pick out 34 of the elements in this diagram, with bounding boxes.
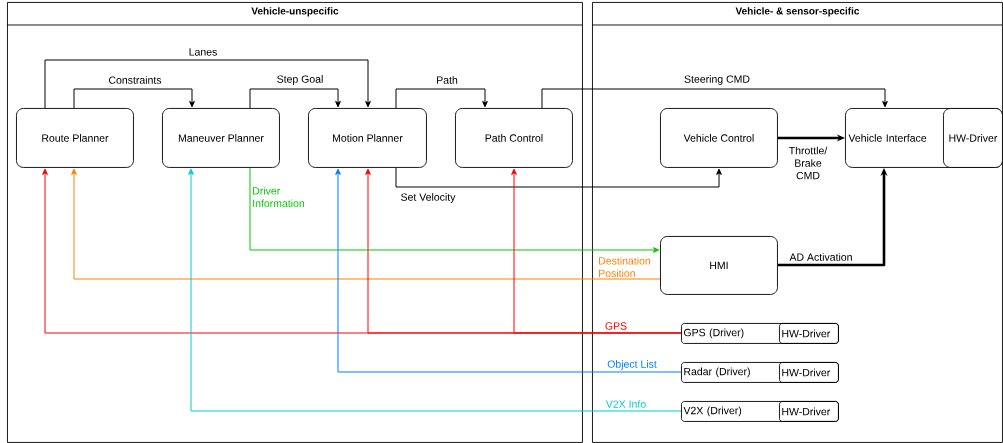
edge-label: V2X Info [604, 399, 648, 409]
arrow [188, 168, 682, 412]
driver-box: HW-Driver [779, 362, 839, 383]
edge-label: Driver Information [253, 186, 305, 208]
edge-label: Steering CMD [683, 74, 751, 86]
arrow [44, 59, 371, 109]
edge-label: Constraints [107, 75, 163, 85]
arrow [335, 168, 682, 373]
edge-label: Destination Position [599, 256, 651, 278]
driver-box: HW-Driver [779, 401, 839, 422]
arrow [73, 88, 195, 109]
edge-label: Step Goal [275, 74, 325, 86]
edge-label: Lanes [187, 47, 219, 57]
arrow [395, 167, 722, 188]
process-box: Motion Planner [308, 108, 427, 168]
edge-label: GPS [603, 321, 629, 331]
arrow [249, 88, 341, 109]
process-box: HW-Driver [943, 108, 1003, 168]
arrow [511, 168, 682, 334]
process-box: HMI [660, 236, 778, 295]
process-box: Route Planner [16, 108, 134, 168]
edge-label: Throttle/ Brake CMD [789, 146, 828, 180]
process-box: Path Control [455, 108, 573, 168]
driver-box: HW-Driver [779, 323, 839, 344]
arrow [541, 88, 888, 109]
edge-label: Object List [606, 359, 658, 371]
edge-label: AD Activation [788, 252, 854, 262]
process-box: Maneuver Planner [162, 108, 280, 168]
arrow [395, 88, 488, 109]
edge-label: Set Velocity [399, 192, 457, 204]
process-box: Vehicle Control [660, 108, 778, 168]
edge-label: Path [435, 75, 459, 85]
arrow [71, 168, 661, 280]
arrow [249, 167, 660, 253]
